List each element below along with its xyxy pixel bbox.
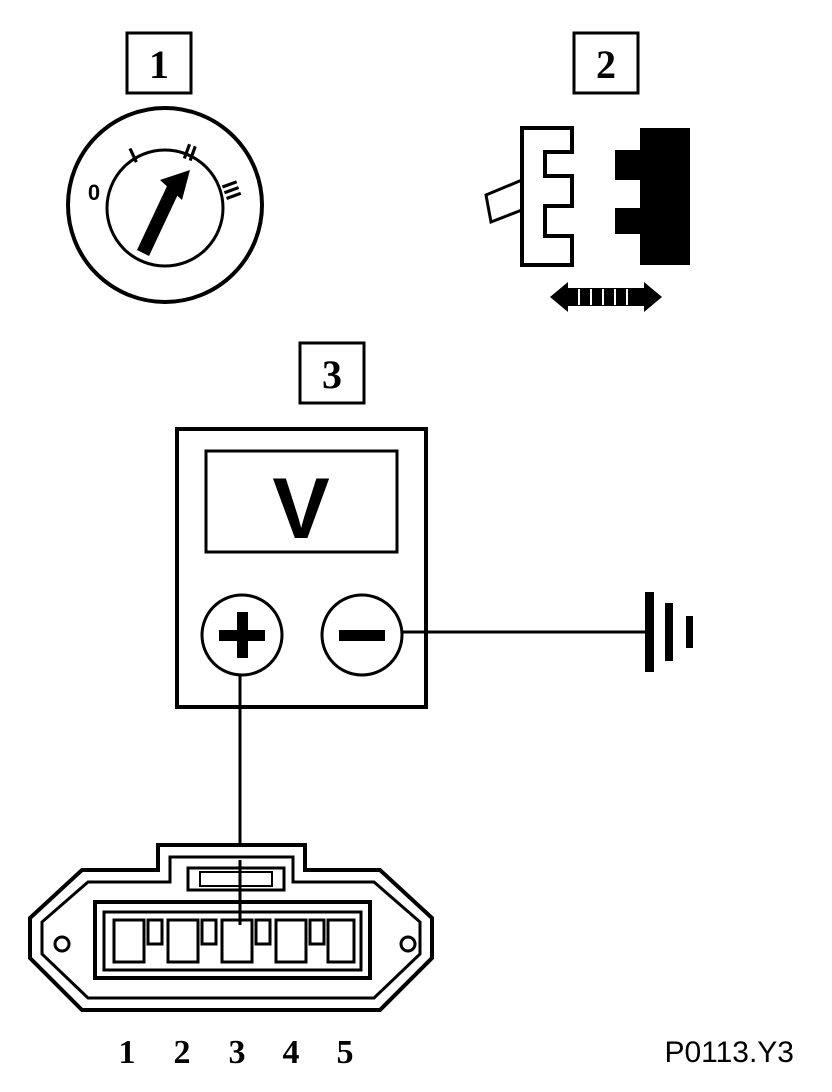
negative-terminal bbox=[320, 593, 404, 677]
connector-pin-3 bbox=[220, 918, 272, 964]
pin-number-1: 1 bbox=[119, 1034, 136, 1071]
pin-number-row: 1 2 3 4 5 bbox=[119, 1034, 354, 1071]
ignition-key-arrow-icon bbox=[137, 170, 190, 256]
step-1-number: 1 bbox=[149, 42, 169, 87]
connector-pin-4 bbox=[274, 918, 326, 964]
step-3-number: 3 bbox=[322, 352, 342, 397]
step-2-label: 2 bbox=[572, 31, 640, 95]
double-arrow-icon bbox=[550, 282, 662, 312]
five-pin-connector bbox=[28, 843, 434, 1012]
ground-icon bbox=[645, 592, 693, 672]
positive-terminal bbox=[200, 593, 284, 677]
pin-number-4: 4 bbox=[283, 1034, 300, 1071]
step-1-label: 1 bbox=[125, 31, 193, 95]
voltmeter-display bbox=[204, 449, 399, 554]
voltmeter: V bbox=[175, 427, 428, 709]
ignition-position-0: 0 bbox=[88, 180, 100, 205]
ignition-switch-icon: 0 I II III bbox=[66, 106, 264, 304]
pin-number-3: 3 bbox=[229, 1034, 246, 1071]
connector-disconnect-icon bbox=[484, 126, 690, 312]
step-3-label: 3 bbox=[298, 341, 366, 405]
pin-number-5: 5 bbox=[337, 1034, 354, 1071]
step-2-number: 2 bbox=[596, 42, 616, 87]
connector-pin-1 bbox=[112, 918, 164, 964]
pin-number-2: 2 bbox=[174, 1034, 191, 1071]
voltmeter-display-symbol: V bbox=[272, 461, 329, 557]
connector-pin-2 bbox=[166, 918, 218, 964]
connector-pin-5 bbox=[326, 918, 356, 964]
figure-code: P0113.Y3 bbox=[664, 1036, 794, 1069]
minus-icon bbox=[339, 630, 385, 641]
